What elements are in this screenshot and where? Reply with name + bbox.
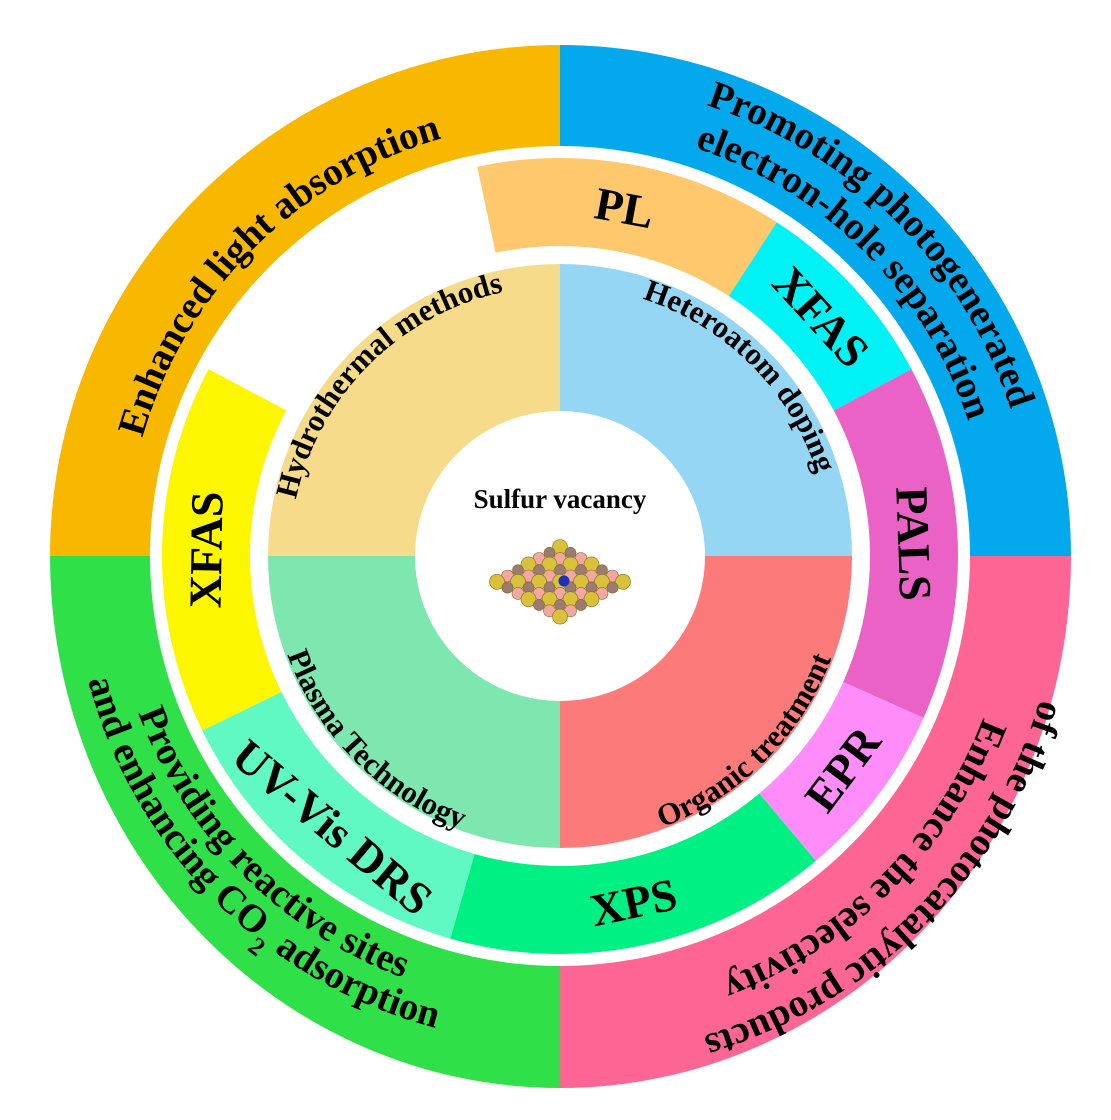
char-segment-5 xyxy=(202,691,475,939)
characterization-ring xyxy=(161,158,958,954)
char-label-pl-0: PL xyxy=(591,177,658,238)
lattice-atom xyxy=(552,608,568,625)
char-label-xfas-6: XFAS xyxy=(180,491,233,609)
lattice-atom xyxy=(533,599,545,611)
lattice-atom xyxy=(520,591,537,608)
char-label-pals-2: PALS xyxy=(886,486,941,602)
vacancy-atom xyxy=(558,575,570,587)
lattice-atom xyxy=(583,591,600,608)
char-segment-6 xyxy=(161,369,287,731)
lattice-atom xyxy=(501,581,514,594)
crystal-lattice-icon xyxy=(489,539,631,625)
lattice-atom xyxy=(489,573,505,590)
lattice-atom xyxy=(615,573,631,590)
char-segment-4 xyxy=(450,793,816,954)
lattice-atom xyxy=(606,581,619,594)
char-segment-2 xyxy=(833,369,958,718)
center-label: Sulfur vacancy xyxy=(474,484,647,514)
char-segment-0 xyxy=(477,158,777,297)
char-segment-3 xyxy=(759,682,924,861)
char-segment-1 xyxy=(728,222,912,411)
lattice-atom xyxy=(575,599,587,611)
